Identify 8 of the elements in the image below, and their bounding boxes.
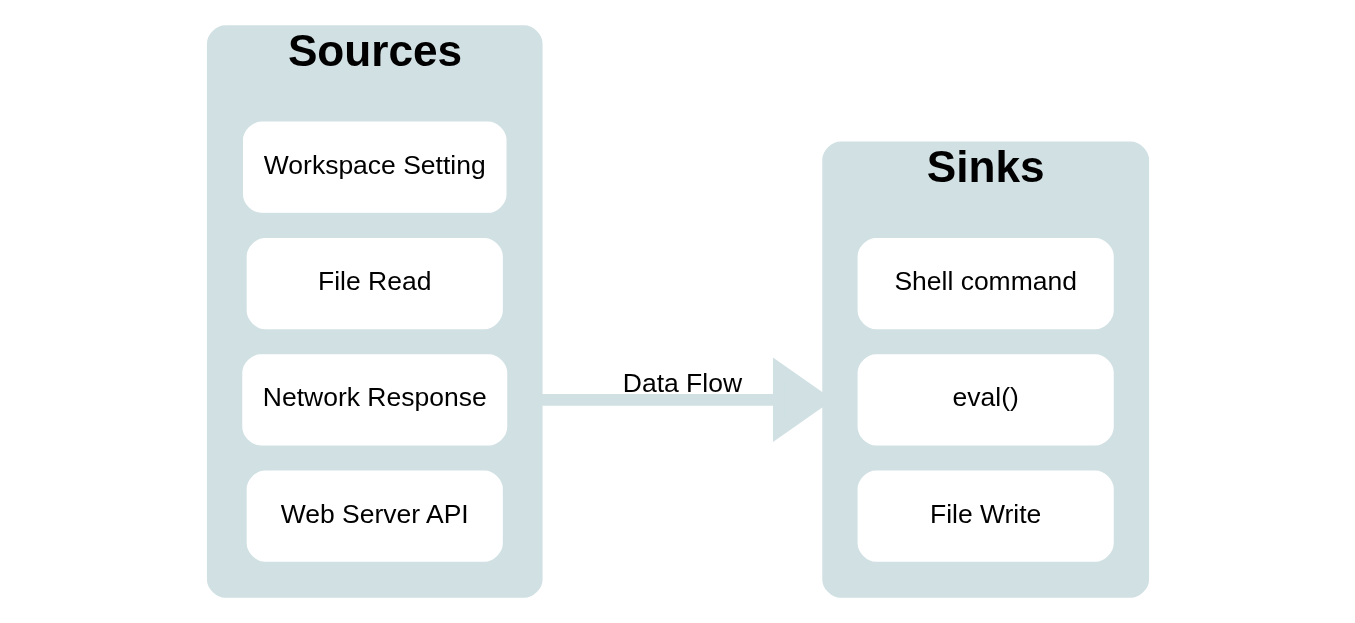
node-box: eval()	[857, 354, 1114, 446]
node-box: Shell command	[857, 237, 1114, 330]
node-box: File Write	[857, 470, 1114, 562]
node-box: Workspace Setting	[242, 121, 506, 213]
node-box: Network Response	[241, 354, 507, 446]
edge-label: Data Flow	[622, 367, 742, 398]
node-box: Web Server API	[246, 470, 503, 562]
node-box: File Read	[246, 237, 503, 330]
